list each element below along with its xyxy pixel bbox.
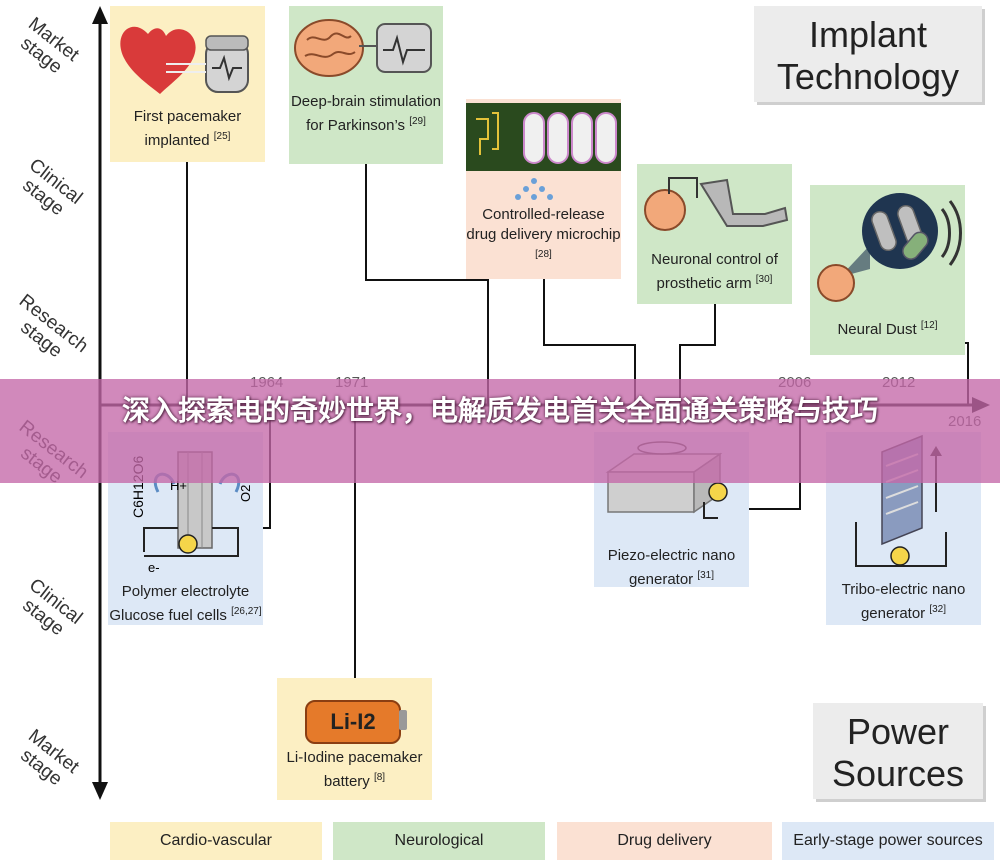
battery-terminal [399, 710, 407, 730]
dbs-text: Deep-brain stimulation for Parkinson’s [290, 93, 442, 134]
battery-icon: Li-I2 [305, 700, 401, 744]
svg-text:O2: O2 [238, 485, 253, 502]
brain-stimulator-icon [294, 19, 432, 77]
legend-early-stage-power: Early-stage power sources [782, 822, 994, 860]
neural-dust-ref: [12] [920, 320, 938, 331]
overlay-banner [0, 379, 1000, 483]
glucose-ref: [26,27] [231, 606, 262, 617]
banner-title: 深入探索电的奇妙世界，电解质发电首关全面通关策略与技巧 [121, 394, 878, 427]
legend-neurological: Neurological [333, 822, 545, 860]
li-iodine-text: Li-Iodine pacemaker battery [286, 749, 423, 790]
card-drug-delivery-microchip: Controlled-release drug delivery microch… [466, 99, 621, 279]
pacemaker-ref: [25] [213, 131, 231, 142]
glucose-text: Polymer electrolyte Glucose fuel cells [109, 583, 250, 624]
li-iodine-ref: [8] [373, 772, 386, 783]
legend-drug-delivery: Drug delivery [557, 822, 772, 860]
neural-dust-text: Neural Dust [837, 321, 917, 338]
pacemaker-text: First pacemaker implanted [133, 108, 242, 149]
neural-dust-icon [817, 193, 962, 302]
piezo-text: Piezo-electric nano generator [607, 547, 736, 588]
power-sources-title: Power Sources [813, 703, 983, 799]
tribo-text: Tribo-electric nano generator [841, 581, 966, 622]
card-deep-brain-stimulation: Deep-brain stimulation for Parkinson’s [… [289, 6, 443, 164]
piezo-ref: [31] [697, 570, 715, 581]
microchip-text: Controlled-release drug delivery microch… [466, 206, 621, 243]
prosthetic-ref: [30] [755, 274, 773, 285]
card-neural-dust: Neural Dust [12] [810, 185, 965, 355]
card-first-pacemaker: First pacemaker implanted [25] [110, 6, 265, 162]
heart-pacemaker-icon [120, 26, 249, 94]
svg-text:e-: e- [148, 560, 160, 572]
prosthetic-arm-icon [644, 177, 789, 231]
microchip-icon [466, 103, 621, 200]
microchip-ref: [28] [535, 249, 552, 260]
card-li-iodine-battery: Li-I2 Li-Iodine pacemaker battery [8] [277, 678, 432, 800]
dbs-ref: [29] [409, 116, 426, 127]
prosthetic-text: Neuronal control of prosthetic arm [651, 251, 778, 292]
legend-cardio-vascular: Cardio-vascular [110, 822, 322, 860]
tribo-ref: [32] [929, 604, 947, 615]
implant-technology-title: Implant Technology [754, 6, 982, 102]
card-prosthetic-arm: Neuronal control of prosthetic arm [30] [637, 164, 792, 304]
